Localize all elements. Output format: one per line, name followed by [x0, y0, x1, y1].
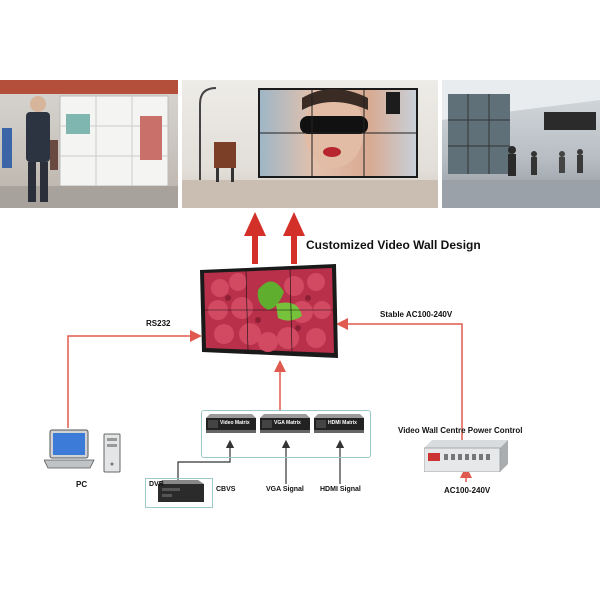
photo-lobby-video-wall [182, 80, 438, 208]
vga-matrix-label: VGA Matrix [274, 420, 301, 426]
diagram-title: Customized Video Wall Design [306, 238, 481, 252]
hdmi-matrix-label: HDMI Matrix [328, 420, 357, 426]
cbvs-label: CBVS [216, 486, 236, 493]
hdmi-signal-label: HDMI Signal [320, 486, 361, 493]
rs232-cable [67, 330, 202, 428]
photo-station-video-wall [442, 80, 600, 208]
photo-airport-video-wall [0, 80, 178, 208]
up-arrow-right [283, 212, 305, 264]
vga-signal-label: VGA Signal [266, 486, 304, 493]
dvr-label: DVR [149, 481, 164, 488]
matrix-group [201, 410, 371, 458]
video-matrix-device: Video Matrix [206, 414, 256, 438]
ac-input-label: AC100-240V [444, 486, 491, 495]
pc-label: PC [76, 480, 88, 489]
hdmi-matrix-device: HDMI Matrix [314, 414, 364, 438]
pc-computer [43, 428, 124, 476]
power-control-device [423, 440, 508, 473]
cbvs-cable [177, 439, 235, 484]
video-wall-display [198, 264, 340, 358]
power-input-label: Stable AC100-240V [380, 310, 453, 319]
power-cable [336, 318, 463, 440]
dvr-device: DVR [145, 478, 213, 508]
power-control-label: Video Wall Centre Power Control [398, 426, 523, 435]
video-matrix-label: Video Matrix [220, 420, 250, 426]
up-arrow-left [244, 212, 266, 264]
rs232-label: RS232 [146, 319, 171, 328]
vga-matrix-device: VGA Matrix [260, 414, 310, 438]
